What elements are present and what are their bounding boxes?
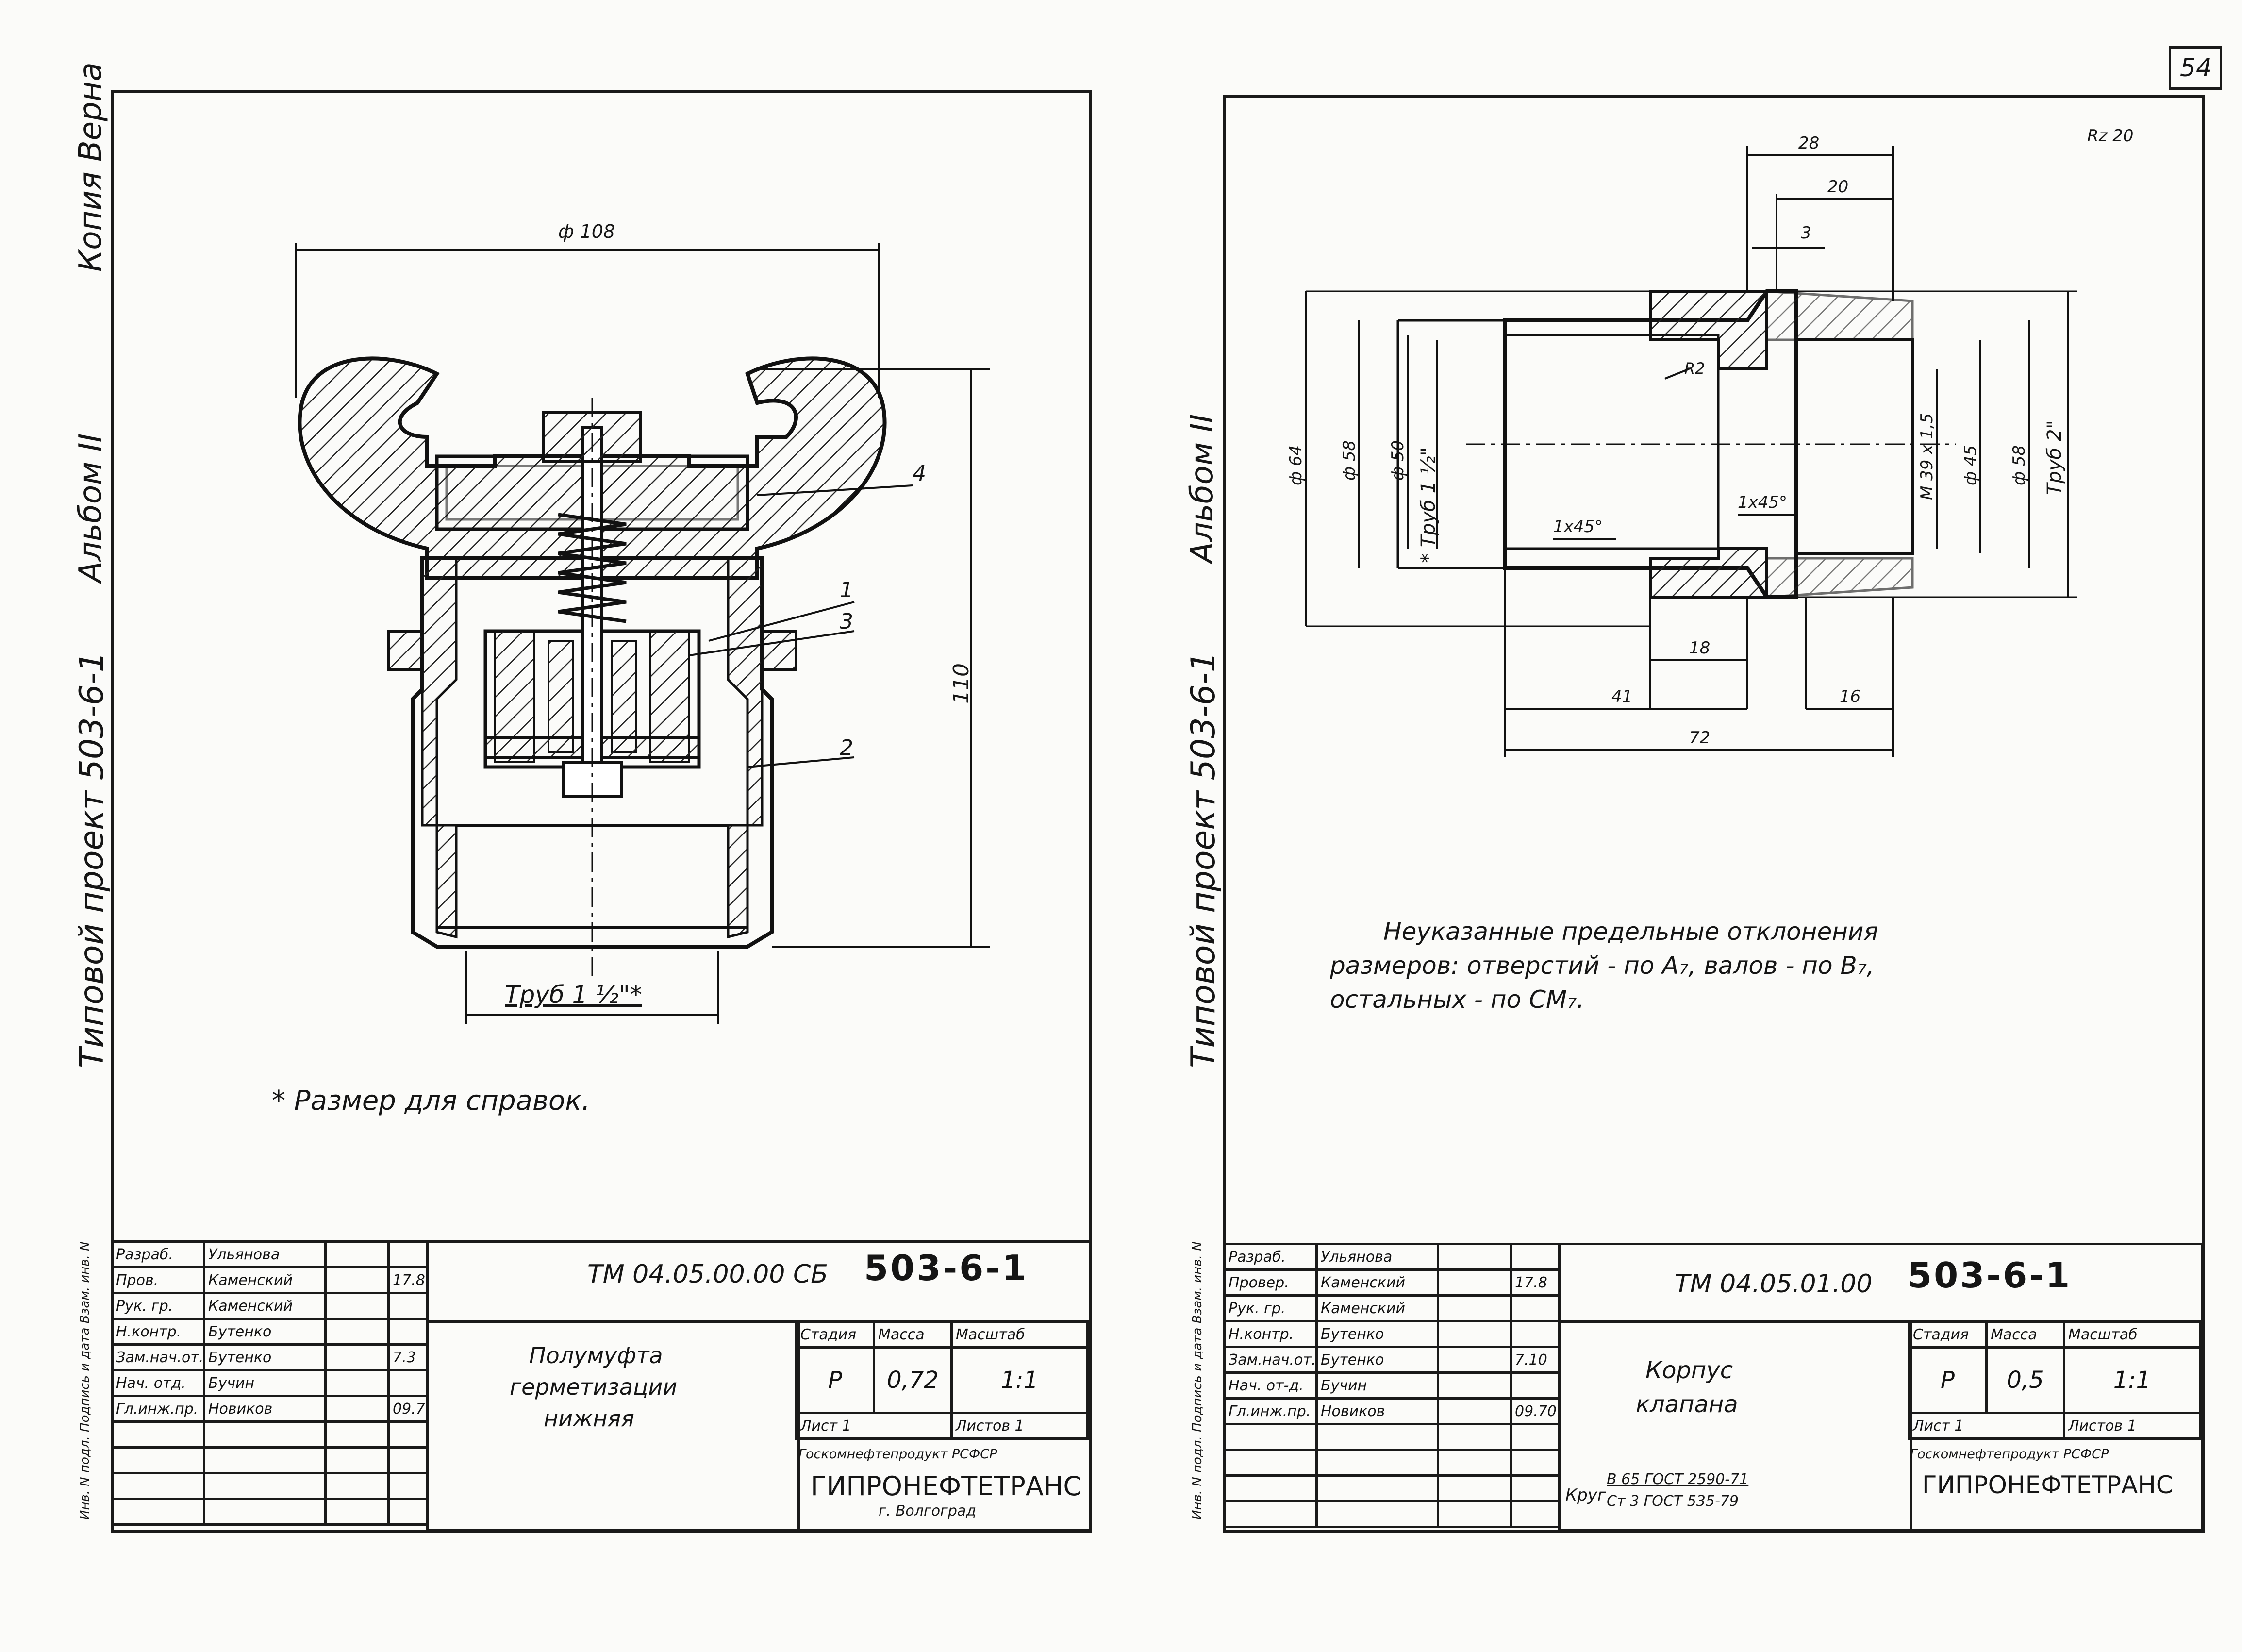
dim-chamfer-right: 1х45° (1738, 493, 1788, 512)
dim-diameter-58-left: ф 58 (1340, 440, 1359, 481)
right-org-2: ГИПРОНЕФТЕТРАНС (1922, 1471, 2173, 1499)
dim-bottom-18: 18 (1689, 638, 1711, 658)
dim-top-20: 20 (1827, 177, 1849, 197)
right-name-line-1: Корпус (1645, 1357, 1733, 1384)
dim-radius-r2: R2 (1684, 359, 1705, 378)
left-doc-code: ТМ 04.05.00.00 СБ (587, 1260, 828, 1289)
left-name-line-1: Полумуфта (529, 1342, 663, 1368)
dim-pipe-size: Труб 1 ½"* (505, 981, 642, 1009)
dim-pipe-2: Труб 2" (2043, 420, 2066, 495)
leader-2: 2 (840, 735, 853, 760)
leader-1: 1 (840, 578, 853, 602)
left-name-line-3: нижняя (544, 1405, 634, 1432)
left-org-1: Госкомнефтепродукт РСФСР (798, 1447, 997, 1462)
roughness-mark: Rz 20 (2087, 126, 2134, 146)
tolerance-note-line-1: Неуказанные предельные отклонения (1383, 918, 1878, 946)
material-bottom: Ст 3 ГОСТ 535-79 (1607, 1493, 1739, 1510)
dim-top-28: 28 (1798, 133, 1820, 153)
dim-diameter-45: ф 45 (1961, 445, 1980, 485)
right-doc-code: ТМ 04.05.01.00 (1675, 1269, 1873, 1299)
leader-3: 3 (840, 609, 853, 634)
material-top: В 65 ГОСТ 2590-71 (1607, 1471, 1749, 1488)
dim-diameter-108: ф 108 (558, 221, 615, 242)
dim-diameter-64: ф 64 (1286, 445, 1306, 485)
dim-thread-m39: М 39 х 1,5 (1917, 413, 1937, 500)
dim-diameter-50: ф 50 (1388, 440, 1408, 481)
dim-top-3: 3 (1801, 223, 1811, 243)
left-project-number: 503-6-1 (864, 1248, 1029, 1288)
left-name-line-2: герметизации (510, 1374, 678, 1400)
dim-chamfer-left: 1х45° (1553, 517, 1603, 536)
left-org-2: ГИПРОНЕФТЕТРАНС (811, 1471, 1082, 1502)
reference-note: * Размер для справок. (272, 1085, 590, 1117)
page-number-box: 54 (2169, 46, 2222, 90)
dim-bottom-16: 16 (1840, 687, 1861, 706)
leader-4: 4 (913, 461, 926, 486)
dim-pipe-1-5: * Труб 1 ½" (1417, 447, 1440, 563)
dim-bottom-72: 72 (1689, 728, 1711, 748)
right-project-number: 503-6-1 (1908, 1255, 2072, 1296)
material-prefix: Круг (1565, 1485, 1606, 1505)
dim-bottom-41: 41 (1611, 687, 1633, 706)
page-number: 54 (2180, 53, 2212, 83)
tolerance-note-line-3: остальных - по СМ₇. (1330, 985, 1585, 1014)
tolerance-note-line-2: размеров: отверстий - по А₇, валов - по … (1330, 951, 1875, 980)
left-city: г. Волгоград (879, 1502, 976, 1519)
right-org-1: Госкомнефтепродукт РСФСР (1910, 1447, 2109, 1462)
right-name-line-2: клапана (1636, 1391, 1738, 1418)
dim-diameter-58-right: ф 58 (2009, 445, 2029, 485)
